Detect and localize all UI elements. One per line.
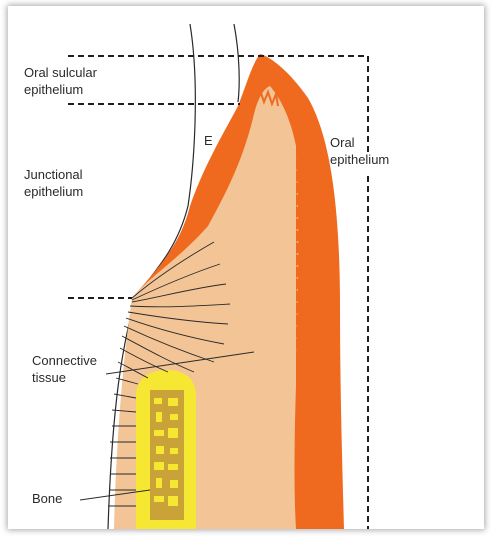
bone-label: Bone <box>32 490 62 507</box>
e-marker-label: E <box>204 132 213 149</box>
oral-epithelium-label: Oral epithelium <box>330 134 389 168</box>
oral-sulcular-label: Oral sulcular epithelium <box>24 64 97 98</box>
connective-label: Connective tissue <box>32 352 97 386</box>
tooth-inner-outline <box>234 24 239 102</box>
figure-frame: Oral sulcular epithelium Junctional epit… <box>8 6 484 529</box>
junctional-label: Junctional epithelium <box>24 166 83 200</box>
